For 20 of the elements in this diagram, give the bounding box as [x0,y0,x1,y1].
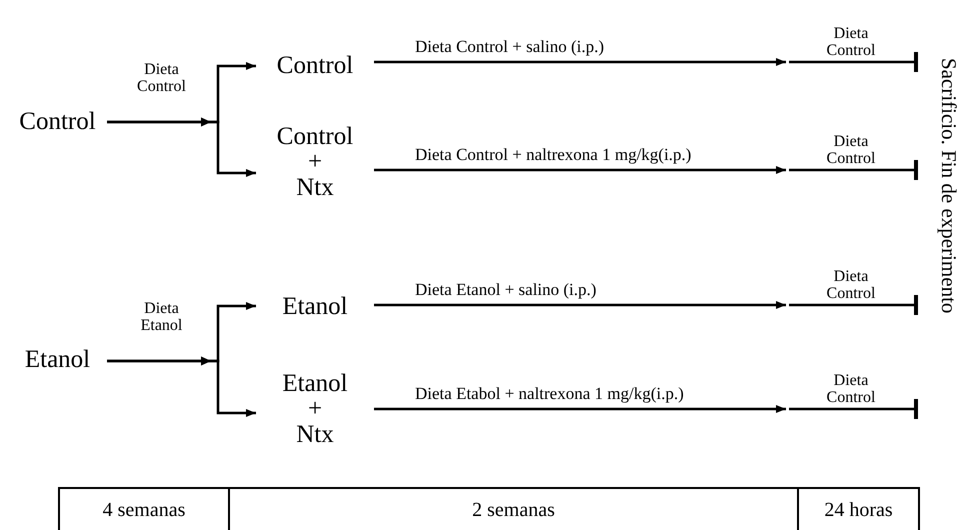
duration-cell: 2 semanas [228,489,797,530]
arrow [374,166,786,174]
edge-label: Dieta Etanol + salino (i.p.) [415,281,596,300]
arrow [107,356,256,417]
arrow [374,58,786,66]
arrow [374,405,786,413]
edge-label: Dieta Control + naltrexona 1 mg/kg(i.p.) [415,146,692,165]
arrow [107,118,256,177]
group-label: Etanol [281,294,349,320]
edge-label: Dieta Control + salino (i.p.) [415,38,604,57]
group-label: Control [18,109,97,135]
group-label: Etanol [24,347,92,373]
edge-label: Dieta Etabol + naltrexona 1 mg/kg(i.p.) [415,385,684,404]
duration-cell: 24 horas [797,489,918,530]
duration-cell-text: 4 semanas [102,498,186,522]
group-label: Control [276,53,354,79]
arrow [374,301,786,309]
group-label: Etanol + Ntx [281,370,349,448]
vertical-note: Sacrificio. Fin de experimento [936,57,961,314]
group-label: Control + Ntx [276,124,354,200]
